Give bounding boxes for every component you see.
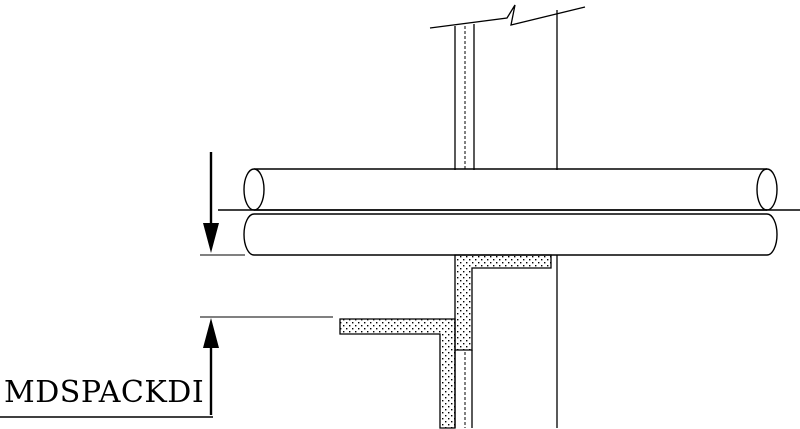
dimension-label: MDSPACKDI	[4, 375, 205, 410]
column-upper	[429, 4, 586, 170]
upper-pipe	[243, 168, 778, 211]
lower-pipe	[243, 213, 778, 256]
dimension-arrow-up	[0, 316, 333, 418]
upper-insulation-bracket	[454, 254, 552, 351]
break-line	[429, 4, 586, 29]
lower-insulation-bracket	[339, 318, 456, 429]
dimension-arrow-down	[200, 152, 245, 256]
